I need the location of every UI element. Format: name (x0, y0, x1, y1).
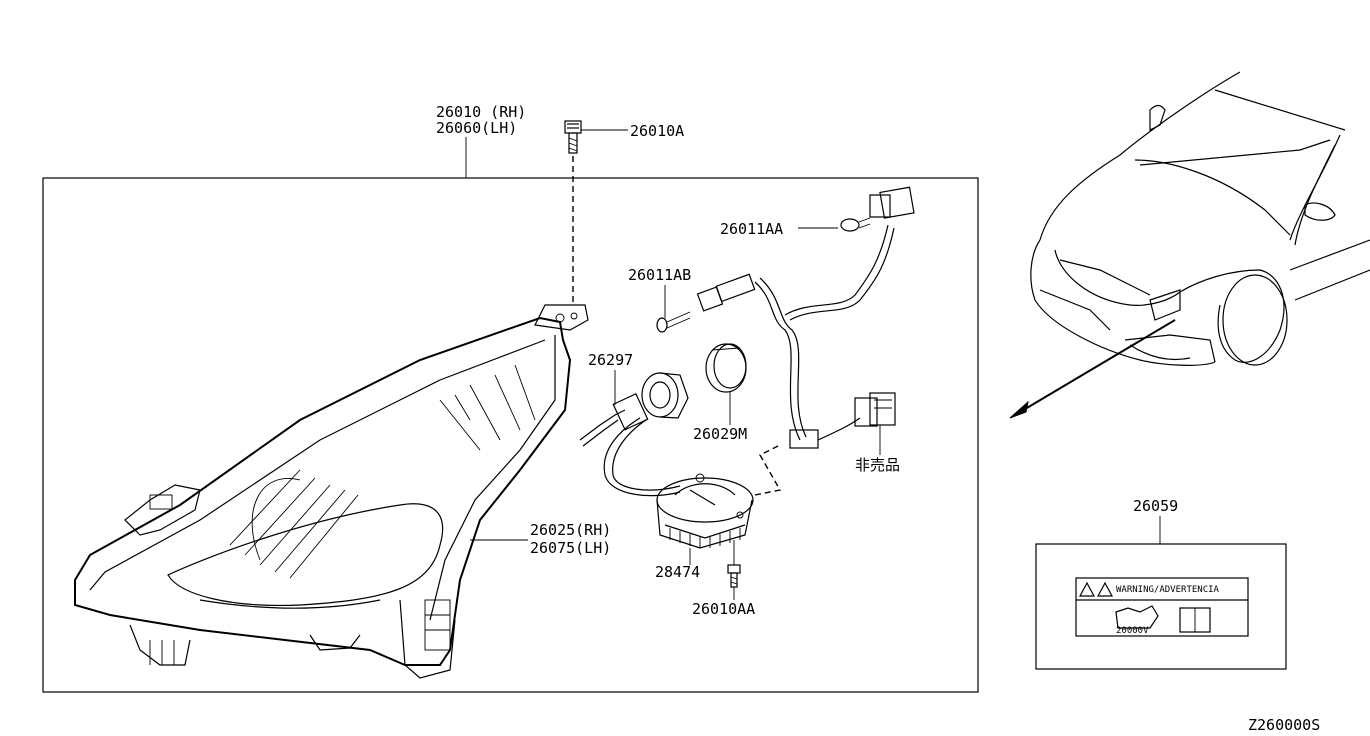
label-bulb-aa: 26011AA (720, 220, 783, 238)
label-cap: 26029M (693, 425, 747, 443)
label-screw-top: 26010A (630, 122, 684, 140)
caution-label: WARNING/ADVERTENCIA 20000V (1075, 577, 1249, 637)
cap-icon (705, 343, 747, 393)
small-bulb-aa-icon (840, 186, 915, 232)
warning-text: WARNING/ADVERTENCIA (1116, 585, 1220, 595)
label-lens-rh: 26025(RH) (530, 521, 611, 539)
caution-label-frame (1035, 543, 1287, 670)
wiring-harness (754, 224, 896, 449)
car-illustration (1009, 71, 1370, 419)
label-screw-bottom: 26010AA (692, 600, 755, 618)
label-ballast: 28474 (655, 563, 700, 581)
voltage-text: 20000V (1116, 626, 1149, 636)
label-assy-rh: 26010 (RH) (436, 103, 526, 121)
warning-triangle-icon (1096, 581, 1114, 597)
ballast-icon (656, 473, 754, 549)
label-not-sold: 非売品 (855, 456, 900, 474)
headlamp-housing (74, 304, 589, 679)
label-caution: 26059 (1133, 497, 1178, 515)
small-bulb-ab-icon (656, 273, 756, 333)
assembly-frame (42, 177, 979, 693)
label-lens-lh: 26075(LH) (530, 539, 611, 557)
main-bulb-icon (579, 372, 689, 447)
high-voltage-icon (1115, 605, 1159, 629)
diagram-code: Z260000S (1248, 716, 1320, 734)
bottom-screw-icon (727, 564, 741, 588)
label-assy-lh: 26060(LH) (436, 119, 517, 137)
label-bulb-ab: 26011AB (628, 266, 691, 284)
label-bulb-main: 26297 (588, 351, 633, 369)
warning-triangle-icon (1078, 581, 1096, 597)
top-screw-icon (564, 120, 582, 154)
